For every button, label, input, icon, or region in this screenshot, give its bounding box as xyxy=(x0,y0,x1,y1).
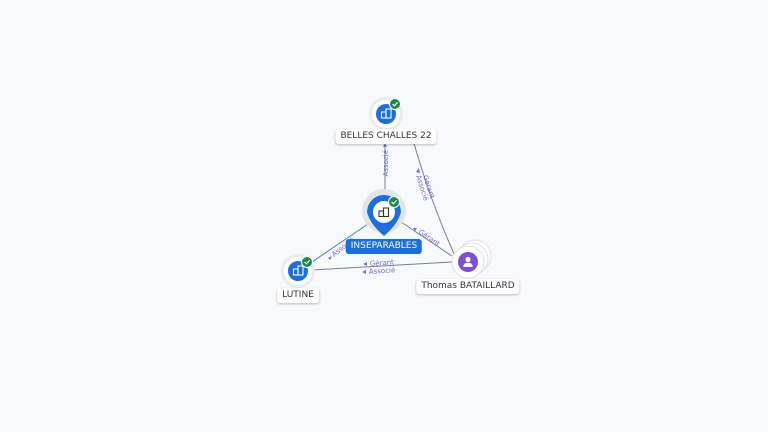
verified-check-icon xyxy=(388,196,400,208)
edge-arrow-icon xyxy=(413,228,417,231)
node-label-inseparables[interactable]: INSEPARABLES xyxy=(345,239,423,254)
edge-arrow-icon xyxy=(363,262,367,266)
building-icon xyxy=(292,265,304,276)
node-inseparables[interactable] xyxy=(362,189,406,236)
node-label-thomas-bataillard[interactable]: Thomas BATAILLARD xyxy=(416,279,520,294)
person-icon xyxy=(463,256,473,267)
edge-arrow-icon xyxy=(362,270,366,274)
building-icon xyxy=(378,207,390,218)
edge-thomas-belles xyxy=(412,139,456,257)
edge-thomas-inseparables xyxy=(397,219,453,257)
node-label-lutine[interactable]: LUTINE xyxy=(277,288,319,303)
node-lutine[interactable] xyxy=(281,254,315,288)
verified-check-icon xyxy=(301,256,313,268)
edge-arrow-icon xyxy=(416,168,420,173)
node-label-belles-challes[interactable]: BELLES CHALLES 22 xyxy=(335,129,437,144)
edge-inseparables-lutine xyxy=(305,223,369,267)
edge-label-inseparables-belles: Associé xyxy=(382,150,390,176)
node-thomas-bataillard[interactable] xyxy=(451,239,492,279)
node-belles-challes[interactable] xyxy=(369,97,403,131)
verified-check-icon xyxy=(389,98,401,110)
edge-label-thomas-lutine-1: Gérant xyxy=(370,258,395,268)
edge-arrow-icon xyxy=(383,143,387,147)
edge-label-thomas-lutine-2: Associé xyxy=(369,266,396,276)
edge-thomas-lutine xyxy=(311,261,453,271)
edge-arrow-icon xyxy=(328,256,332,260)
building-icon xyxy=(380,108,392,119)
